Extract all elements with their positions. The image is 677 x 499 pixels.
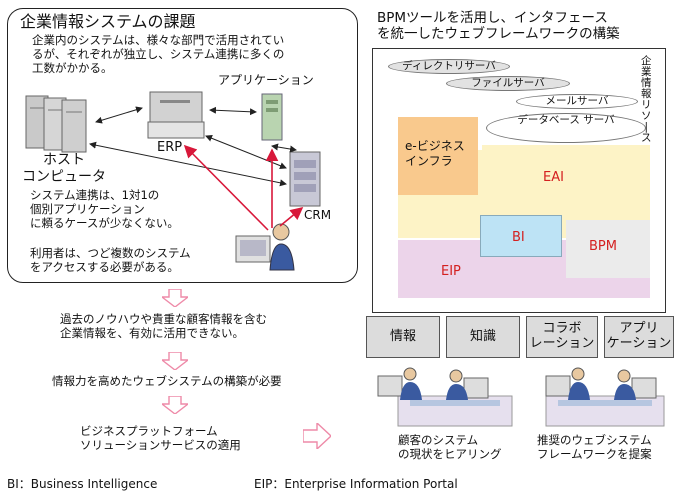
caption-proposal: 推奨のウェブシステム フレームワークを提案 (537, 433, 652, 462)
server-file: ファイルサーバ (446, 76, 570, 91)
server-mail: メールサーバ (516, 94, 638, 109)
server-directory: ディレクトリサーバ (388, 59, 510, 74)
down-arrow-icon (162, 289, 188, 307)
erp-label: ERP (157, 140, 183, 155)
erp-server-icon (147, 91, 205, 139)
down-arrow-icon (162, 352, 188, 370)
ebusiness-infra-block (398, 117, 478, 195)
server-database: データベース サーバ (486, 113, 646, 143)
enterprise-resources-label: 企 業 情 報 リ ソ | ス (641, 55, 652, 145)
consultation-illustration (377, 367, 665, 427)
flow-step-solution: ビジネスプラットフォーム ソリューションサービスの適用 (80, 424, 241, 453)
user-workstation-icon (235, 223, 295, 271)
bpm-block (566, 220, 650, 278)
ebusiness-infra-label: e-ビジネス インフラ (405, 139, 465, 168)
tab-knowledge[interactable]: 知識 (446, 316, 520, 358)
flow-step-problem: 過去のノウハウや貴重な顧客情報を含む 企業情報を、有効に活用できない。 (60, 312, 267, 341)
right-arrow-icon (303, 423, 331, 449)
integration-note: システム連携は、1対1の 個別アプリケーション に頼るケースが少なくない。 (30, 188, 179, 231)
tab-information[interactable]: 情報 (366, 316, 440, 358)
crm-server-icon (289, 151, 321, 207)
application-label: アプリケーション (218, 73, 314, 87)
host-computer-icon (25, 95, 87, 153)
crm-label: CRM (304, 208, 332, 222)
bi-block (480, 215, 562, 257)
user-access-note: 利用者は、つど複数のシステム をアクセスする必要がある。 (30, 246, 191, 275)
tab-collaboration[interactable]: コラボ レーション (526, 316, 598, 358)
framework-title: BPMツールを活用し、インタフェース を統一したウェブフレームワークの構築 (377, 10, 620, 43)
eai-label: EAI (543, 170, 564, 185)
footer-eip-definition: EIP：Enterprise Information Portal (254, 477, 458, 491)
bi-label: BI (512, 230, 525, 245)
tab-application[interactable]: アプリ ケーション (604, 316, 674, 358)
application-server-icon (261, 93, 283, 141)
caption-hearing: 顧客のシステム の現状をヒアリング (398, 433, 502, 462)
flow-step-need: 情報力を高めたウェブシステムの構築が必要 (52, 374, 282, 388)
eai-upper-block (482, 145, 650, 175)
issues-intro: 企業内のシステムは、様々な部門で活用されてい るが、それぞれが独立し、システム連… (32, 33, 285, 76)
host-computer-label: ホスト コンピュータ (22, 152, 106, 186)
issues-title: 企業情報システムの課題 (20, 12, 196, 31)
eip-label: EIP (441, 264, 461, 279)
bpm-label: BPM (589, 239, 617, 254)
footer-bi-definition: BI：Business Intelligence (7, 477, 158, 491)
down-arrow-icon (162, 396, 188, 414)
